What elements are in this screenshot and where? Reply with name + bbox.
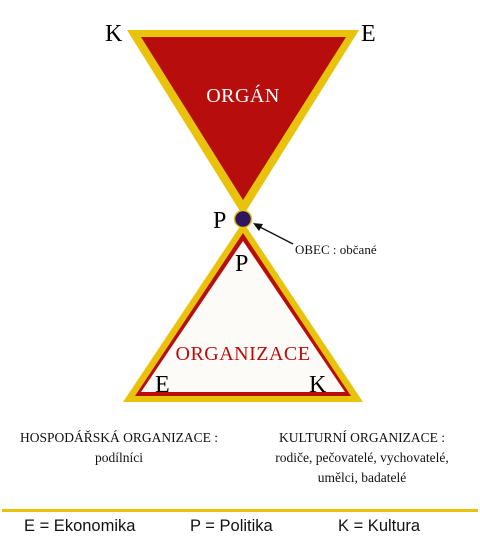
hospodarska-organizace-title: HOSPODÁŘSKÁ ORGANIZACE : <box>19 430 219 445</box>
obec-arrow-line <box>255 224 294 245</box>
organ-label: ORGÁN <box>206 84 280 107</box>
top-corner-left-label: K <box>105 21 123 47</box>
obec-arrow-head <box>253 223 263 231</box>
legend-kultura: K = Kultura <box>338 517 421 535</box>
top-corner-right-label: E <box>361 21 376 47</box>
kulturni-organizace-caption: KULTURNÍ ORGANIZACE : rodiče, pečovatelé… <box>246 428 478 488</box>
bottom-corner-right-label: K <box>309 372 327 398</box>
obec-node <box>233 209 253 229</box>
hospodarska-organizace-body: podílníci <box>95 450 143 465</box>
kulturni-organizace-body-line1: rodiče, pečovatelé, vychovatelé, <box>275 450 449 465</box>
legend-divider <box>2 509 478 512</box>
legend-ekonomika: E = Ekonomika <box>24 517 136 535</box>
hospodarska-organizace-caption: HOSPODÁŘSKÁ ORGANIZACE : podílníci <box>4 428 234 468</box>
organizace-triangle <box>141 241 345 392</box>
organ-triangle <box>141 37 346 200</box>
kulturni-organizace-body-line2: umělci, badatelé <box>317 470 407 485</box>
bottom-corner-left-label: E <box>155 372 170 398</box>
obec-annotation: OBEC : občané <box>295 242 377 257</box>
kulturni-organizace-title: KULTURNÍ ORGANIZACE : <box>279 430 445 445</box>
top-apex-label: P <box>213 208 226 234</box>
bottom-apex-label: P <box>235 251 248 277</box>
organizace-label: ORGANIZACE <box>176 343 311 365</box>
legend-politika: P = Politika <box>190 517 273 535</box>
